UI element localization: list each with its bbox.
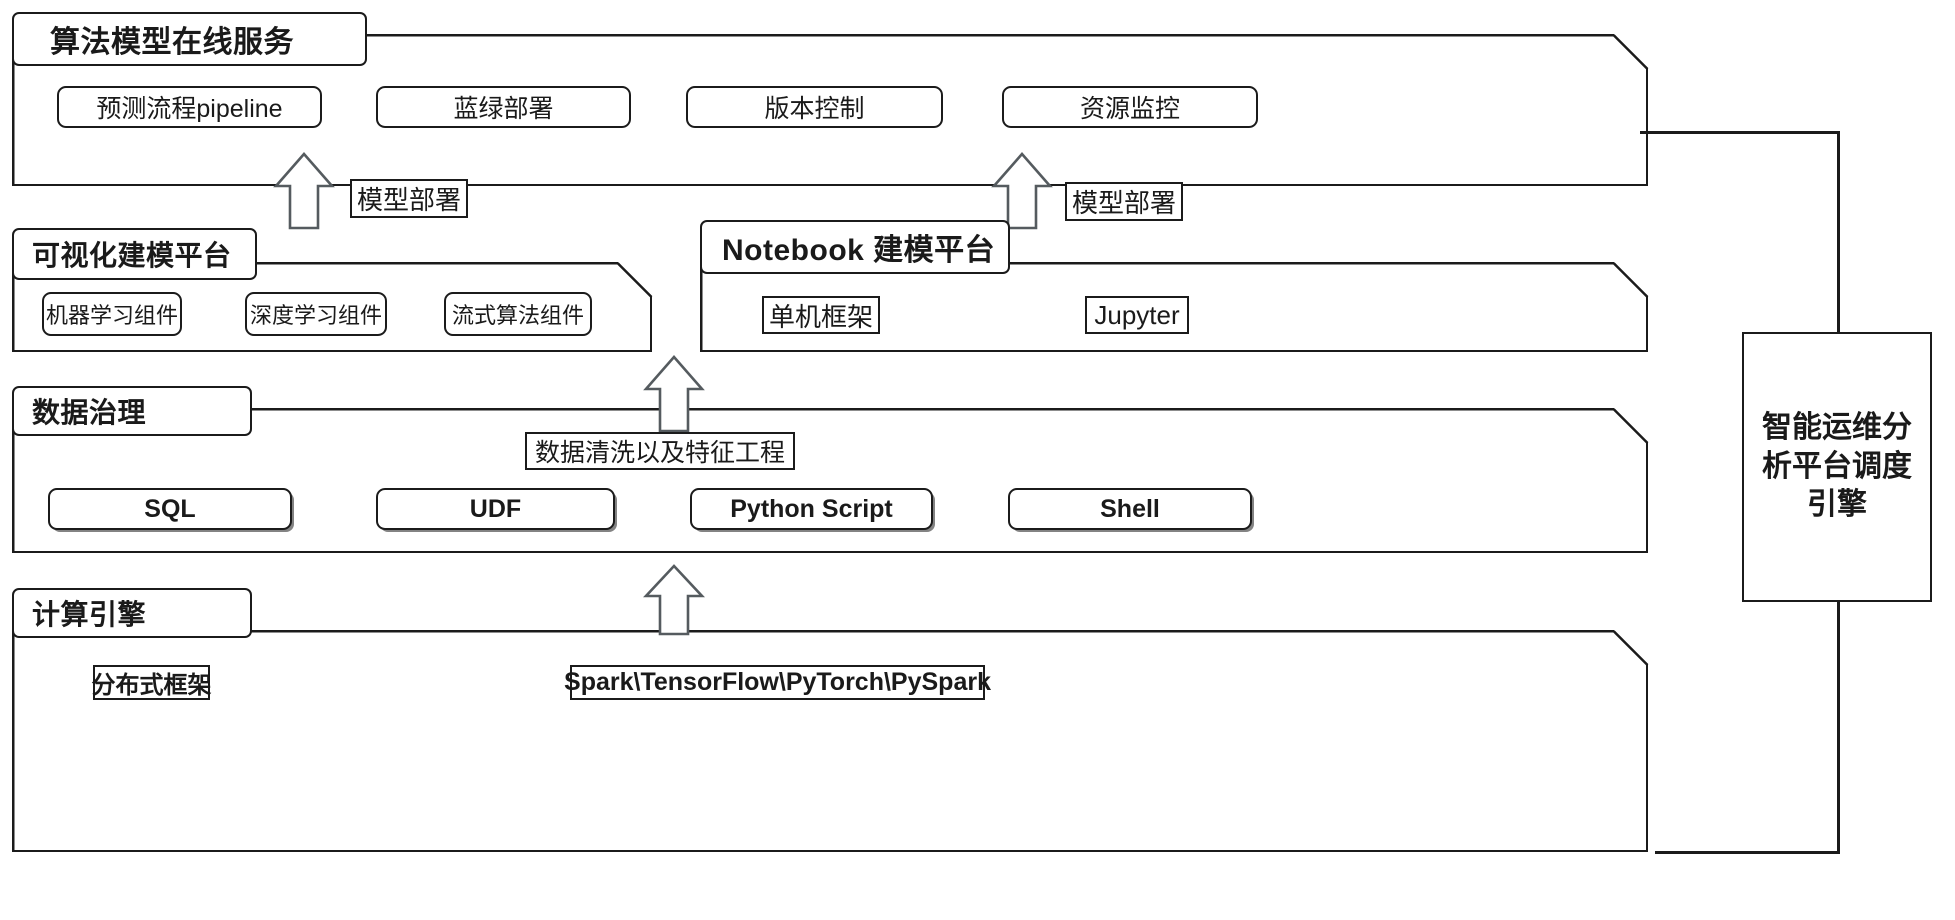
chip-sql[interactable]: SQL xyxy=(48,488,292,530)
chip-resource-monitor[interactable]: 资源监控 xyxy=(1002,86,1258,128)
chip-predict-pipeline[interactable]: 预测流程pipeline xyxy=(57,86,322,128)
band-title-notebook-modeling[interactable]: Notebook 建模平台 xyxy=(700,220,1010,274)
chip-shell-label: Shell xyxy=(1100,494,1160,523)
band-title-visual-modeling[interactable]: 可视化建模平台 xyxy=(12,228,257,280)
band-title-online-service-label: 算法模型在线服务 xyxy=(50,26,294,59)
arrow-deploy-left xyxy=(273,152,335,230)
scheduler-engine-label: 智能运维分析平台调度引擎 xyxy=(1762,411,1912,522)
band-compute-engine xyxy=(12,630,1648,852)
tag-jupyter: Jupyter xyxy=(1085,296,1189,334)
connector-top-right-horizontal xyxy=(1640,131,1840,134)
connector-bottom-right-horizontal xyxy=(1655,851,1840,854)
band-title-online-service[interactable]: 算法模型在线服务 xyxy=(12,12,367,66)
tag-compute-frameworks: Spark\TensorFlow\PyTorch\PySpark xyxy=(564,665,991,700)
tag-standalone-framework: 单机框架 xyxy=(762,296,880,334)
arrow-deploy-right xyxy=(991,152,1053,230)
band-title-data-governance-label: 数据治理 xyxy=(32,397,147,428)
chip-dl-component-label: 深度学习组件 xyxy=(249,303,382,328)
chip-version-control-label: 版本控制 xyxy=(764,95,865,123)
fold-diagonal-notebook-modeling xyxy=(1613,262,1649,298)
band-data-governance-body xyxy=(12,408,1648,553)
chip-version-control[interactable]: 版本控制 xyxy=(686,86,943,128)
band-title-notebook-modeling-label: Notebook 建模平台 xyxy=(722,234,996,267)
tag-distributed-framework: 分布式框架 xyxy=(91,665,212,700)
label-deploy-right: 模型部署 xyxy=(1065,182,1183,221)
scheduler-engine-box[interactable]: 智能运维分析平台调度引擎 xyxy=(1742,332,1932,602)
arrow-data-to-modeling xyxy=(643,355,705,433)
chip-shell[interactable]: Shell xyxy=(1008,488,1252,530)
label-deploy-right-text: 模型部署 xyxy=(1072,188,1177,218)
chip-udf[interactable]: UDF xyxy=(376,488,615,530)
chip-sql-label: SQL xyxy=(144,494,196,523)
chip-stream-component[interactable]: 流式算法组件 xyxy=(444,292,592,336)
fold-diagonal-compute-engine xyxy=(1613,630,1649,666)
label-data-cleaning-feature-engineering-text: 数据清洗以及特征工程 xyxy=(534,439,785,467)
fold-diagonal-online-service xyxy=(1613,34,1649,70)
band-title-data-governance[interactable]: 数据治理 xyxy=(12,386,252,436)
label-data-cleaning-feature-engineering: 数据清洗以及特征工程 xyxy=(525,432,795,470)
band-title-compute-engine-label: 计算引擎 xyxy=(32,599,147,630)
band-title-visual-modeling-label: 可视化建模平台 xyxy=(32,240,232,271)
chip-blue-green-deploy-label: 蓝绿部署 xyxy=(453,95,554,123)
chip-resource-monitor-label: 资源监控 xyxy=(1079,95,1180,123)
chip-predict-pipeline-label: 预测流程pipeline xyxy=(96,95,283,123)
tag-jupyter-label: Jupyter xyxy=(1094,299,1180,330)
band-title-compute-engine[interactable]: 计算引擎 xyxy=(12,588,252,638)
tag-compute-frameworks-label: Spark\TensorFlow\PyTorch\PySpark xyxy=(564,668,991,696)
band-compute-engine-body xyxy=(12,630,1648,852)
fold-diagonal-data-governance xyxy=(1613,408,1649,444)
label-deploy-left: 模型部署 xyxy=(350,179,468,218)
chip-blue-green-deploy[interactable]: 蓝绿部署 xyxy=(376,86,631,128)
chip-python-script[interactable]: Python Script xyxy=(690,488,933,530)
label-deploy-left-text: 模型部署 xyxy=(357,185,462,215)
fold-diagonal-visual-modeling xyxy=(617,262,653,298)
tag-distributed-framework-label: 分布式框架 xyxy=(91,672,212,699)
band-data-governance xyxy=(12,408,1648,553)
connector-engine-top-stub xyxy=(1837,131,1840,331)
chip-dl-component[interactable]: 深度学习组件 xyxy=(245,292,387,336)
chip-udf-label: UDF xyxy=(469,494,522,523)
chip-ml-component[interactable]: 机器学习组件 xyxy=(42,292,182,336)
tag-standalone-framework-label: 单机框架 xyxy=(769,301,874,332)
chip-ml-component-label: 机器学习组件 xyxy=(45,303,178,328)
chip-python-script-label: Python Script xyxy=(730,494,893,523)
arrow-compute-to-data xyxy=(643,564,705,636)
band-online-service xyxy=(12,34,1648,186)
chip-stream-component-label: 流式算法组件 xyxy=(451,303,584,328)
